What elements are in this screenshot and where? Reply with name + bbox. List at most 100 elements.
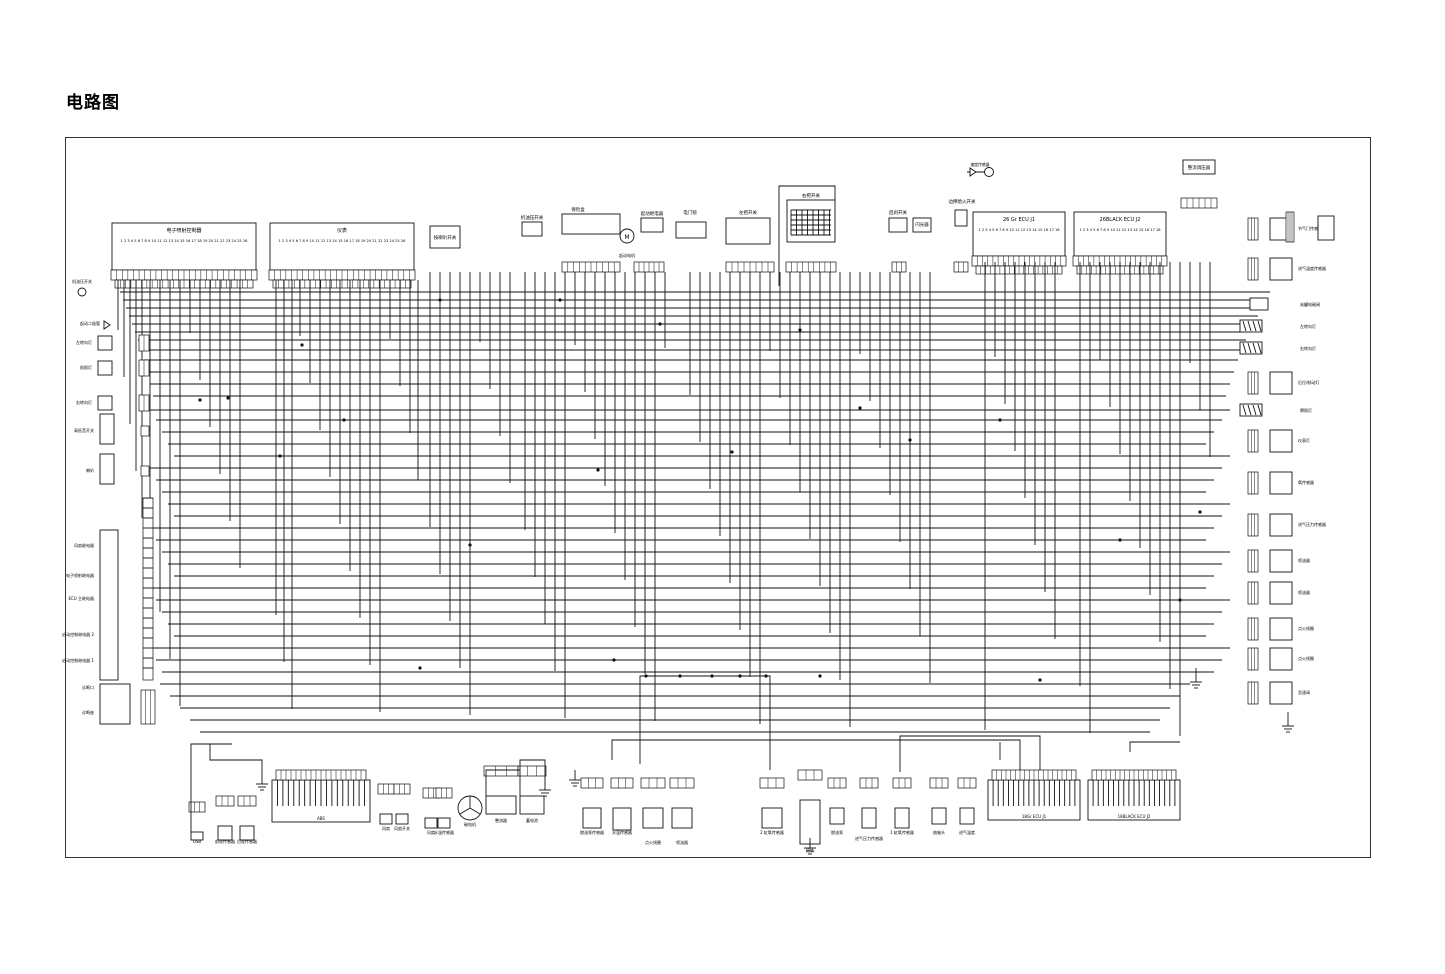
module-meter-connector xyxy=(268,269,416,281)
right-box-idle-valve-box xyxy=(1269,681,1293,705)
battery-lead xyxy=(519,759,546,796)
device-flash-relay-box xyxy=(912,217,932,233)
sensor-bus xyxy=(611,739,1021,770)
relay-connector xyxy=(633,261,665,273)
resistor-zigzag xyxy=(1247,320,1252,332)
bottom-box-front-wheel-sensor xyxy=(217,825,233,841)
bottom-conn-water-temp-body xyxy=(435,787,453,799)
right-conn-ignition-coil-body xyxy=(1247,617,1259,641)
module-ecu-j1-label: 26 Gr ECU J1 xyxy=(1003,217,1035,223)
bottom-label-usb: USB xyxy=(193,839,201,844)
junction-dot xyxy=(1038,678,1042,682)
bottom-conn-water-temp-b-body xyxy=(610,777,634,789)
left-label-engine-oil-switch: 机油压开关 xyxy=(72,278,92,284)
bottom-label-abs: ABS xyxy=(317,816,325,821)
bottom-conn-battery-body xyxy=(517,765,547,777)
bottom-conn-oil-pump-body xyxy=(580,777,604,789)
right-label-intake-pressure: 进气压力传感器 xyxy=(1298,521,1326,527)
right-conn-tail-light-body xyxy=(1247,371,1259,395)
device-speed-sensor-label: 速度传感器 xyxy=(971,162,990,167)
bottom-box-fan-relay-b xyxy=(379,813,393,825)
diag-connector-body xyxy=(140,689,156,725)
bottom-conn-intake-pressure-b-body xyxy=(859,777,879,789)
junction-dot xyxy=(658,322,662,326)
right-label-dash-meter: 仪表灯 xyxy=(1298,437,1310,443)
device-side-stand-switch-box xyxy=(954,209,968,227)
bottom-box-ground-bottom xyxy=(799,799,821,845)
right-switch-connector xyxy=(785,261,837,273)
module-ecu-j1-connector xyxy=(971,255,1067,267)
usb-lead xyxy=(190,743,232,832)
bottom-label-ecu-j2-b: 18BLACK ECU J2 xyxy=(1118,814,1151,819)
bottom-box-fan xyxy=(424,817,438,829)
resistor-zigzag xyxy=(1242,342,1247,354)
throttle-box-box xyxy=(1317,215,1335,241)
bottom-conn-injectors-body xyxy=(669,777,695,789)
junction-dot xyxy=(730,450,734,454)
bottom-box-oil-pump xyxy=(582,807,602,829)
bottom-conn-o2-bottom xyxy=(759,777,785,789)
bottom-conn-usb xyxy=(188,801,206,813)
ecu-link xyxy=(899,735,1041,772)
device-starter-motor-label: 起动电机 xyxy=(619,252,635,258)
right-conn-intake-temp-body xyxy=(1247,257,1259,281)
right-conn-injector-2 xyxy=(1247,581,1259,605)
bottom-conn-ignition xyxy=(640,777,666,789)
right-conn-o2-sensor-body xyxy=(1247,471,1259,495)
magneto-star xyxy=(469,807,481,815)
bottom-conn-regulator xyxy=(483,765,519,777)
right-label-left-turn-rear: 左转向灯 xyxy=(1300,323,1316,329)
left-conn-high-low-switch-body xyxy=(140,425,150,437)
bottom-label-intake-temp-b: 进气温度 xyxy=(959,829,975,835)
right-box-canister-box xyxy=(1249,297,1269,311)
resistor-zigzag xyxy=(1242,404,1247,416)
bottom-label-battery: 蓄电池 xyxy=(526,817,538,823)
right-box-o2-sensor-box xyxy=(1269,471,1293,495)
junction-dot xyxy=(438,298,442,302)
magneto-star xyxy=(459,807,471,815)
stand-connector xyxy=(953,261,969,273)
junction-dot xyxy=(418,666,422,670)
starter-motor-icon xyxy=(619,228,635,244)
left-conn-headlight xyxy=(138,359,150,377)
bottom-conn-fuel-pump-body xyxy=(827,777,847,789)
junction-dot xyxy=(1198,510,1202,514)
bottom-conn-intake-temp-b xyxy=(957,777,977,789)
speed-sensor-icon xyxy=(984,167,994,177)
stand-connector-body xyxy=(953,261,969,273)
right-label-right-turn-rear: 右转向灯 xyxy=(1300,345,1316,351)
regulator-lead xyxy=(485,769,520,796)
bottom-box-usb xyxy=(190,831,204,841)
bottom-label-o2-1: 1 缸氧传感器 xyxy=(890,829,914,835)
left-label-left-turn-front: 左转向灯 xyxy=(76,339,92,345)
module-ecu-j1-pins: 1 2 3 4 5 6 7 8 9 10 11 12 13 14 15 16 1… xyxy=(978,228,1060,232)
ecu2-tie xyxy=(1129,741,1180,752)
bottom-box-crank-sensor xyxy=(931,807,947,825)
bottom-label-fuel-pump: 燃油泵 xyxy=(831,829,843,835)
left-box-left-turn-front-box xyxy=(97,335,113,351)
bottom-box-fan-switch xyxy=(395,813,409,825)
bottom-conn-injectors xyxy=(669,777,695,789)
module-meter-box xyxy=(269,222,415,271)
resistor-zigzag xyxy=(1257,320,1262,332)
bottom-conn-fan-switch-body xyxy=(393,783,411,795)
relay-panel xyxy=(99,529,119,681)
bottom-label-intake-pressure-b: 进气压力传感器 xyxy=(855,835,883,841)
right-conn-intake-temp xyxy=(1247,257,1259,281)
right-conn-ignition-coil-2-body xyxy=(1247,647,1259,671)
device-fuse-box-box xyxy=(561,213,621,235)
bottom-conn-ignition-body xyxy=(640,777,666,789)
right-conn-injector-1-body xyxy=(1247,549,1259,573)
diag-panel xyxy=(99,683,131,725)
bottom-conn-oil-pump xyxy=(580,777,604,789)
bottom-box-o2-1 xyxy=(894,807,910,829)
module-ecu-j1-connector-lower xyxy=(975,265,1063,275)
junction-dot xyxy=(596,468,600,472)
device-left-handlebar-switch-label: 左把开关 xyxy=(739,209,757,216)
bottom-conn-intake-temp-b-body xyxy=(957,777,977,789)
bottom-label-oil-pump: 燃油泵传感器 xyxy=(580,829,604,835)
bottom-label-o2-bottom: 2 缸氧传感器 xyxy=(760,829,784,835)
device-signal-switch-label: 按喇叭开关 xyxy=(434,234,457,241)
device-engine-start-switch-label: 机油压开关 xyxy=(521,214,544,221)
left-label-ground-left: 诊断口 xyxy=(82,684,94,690)
